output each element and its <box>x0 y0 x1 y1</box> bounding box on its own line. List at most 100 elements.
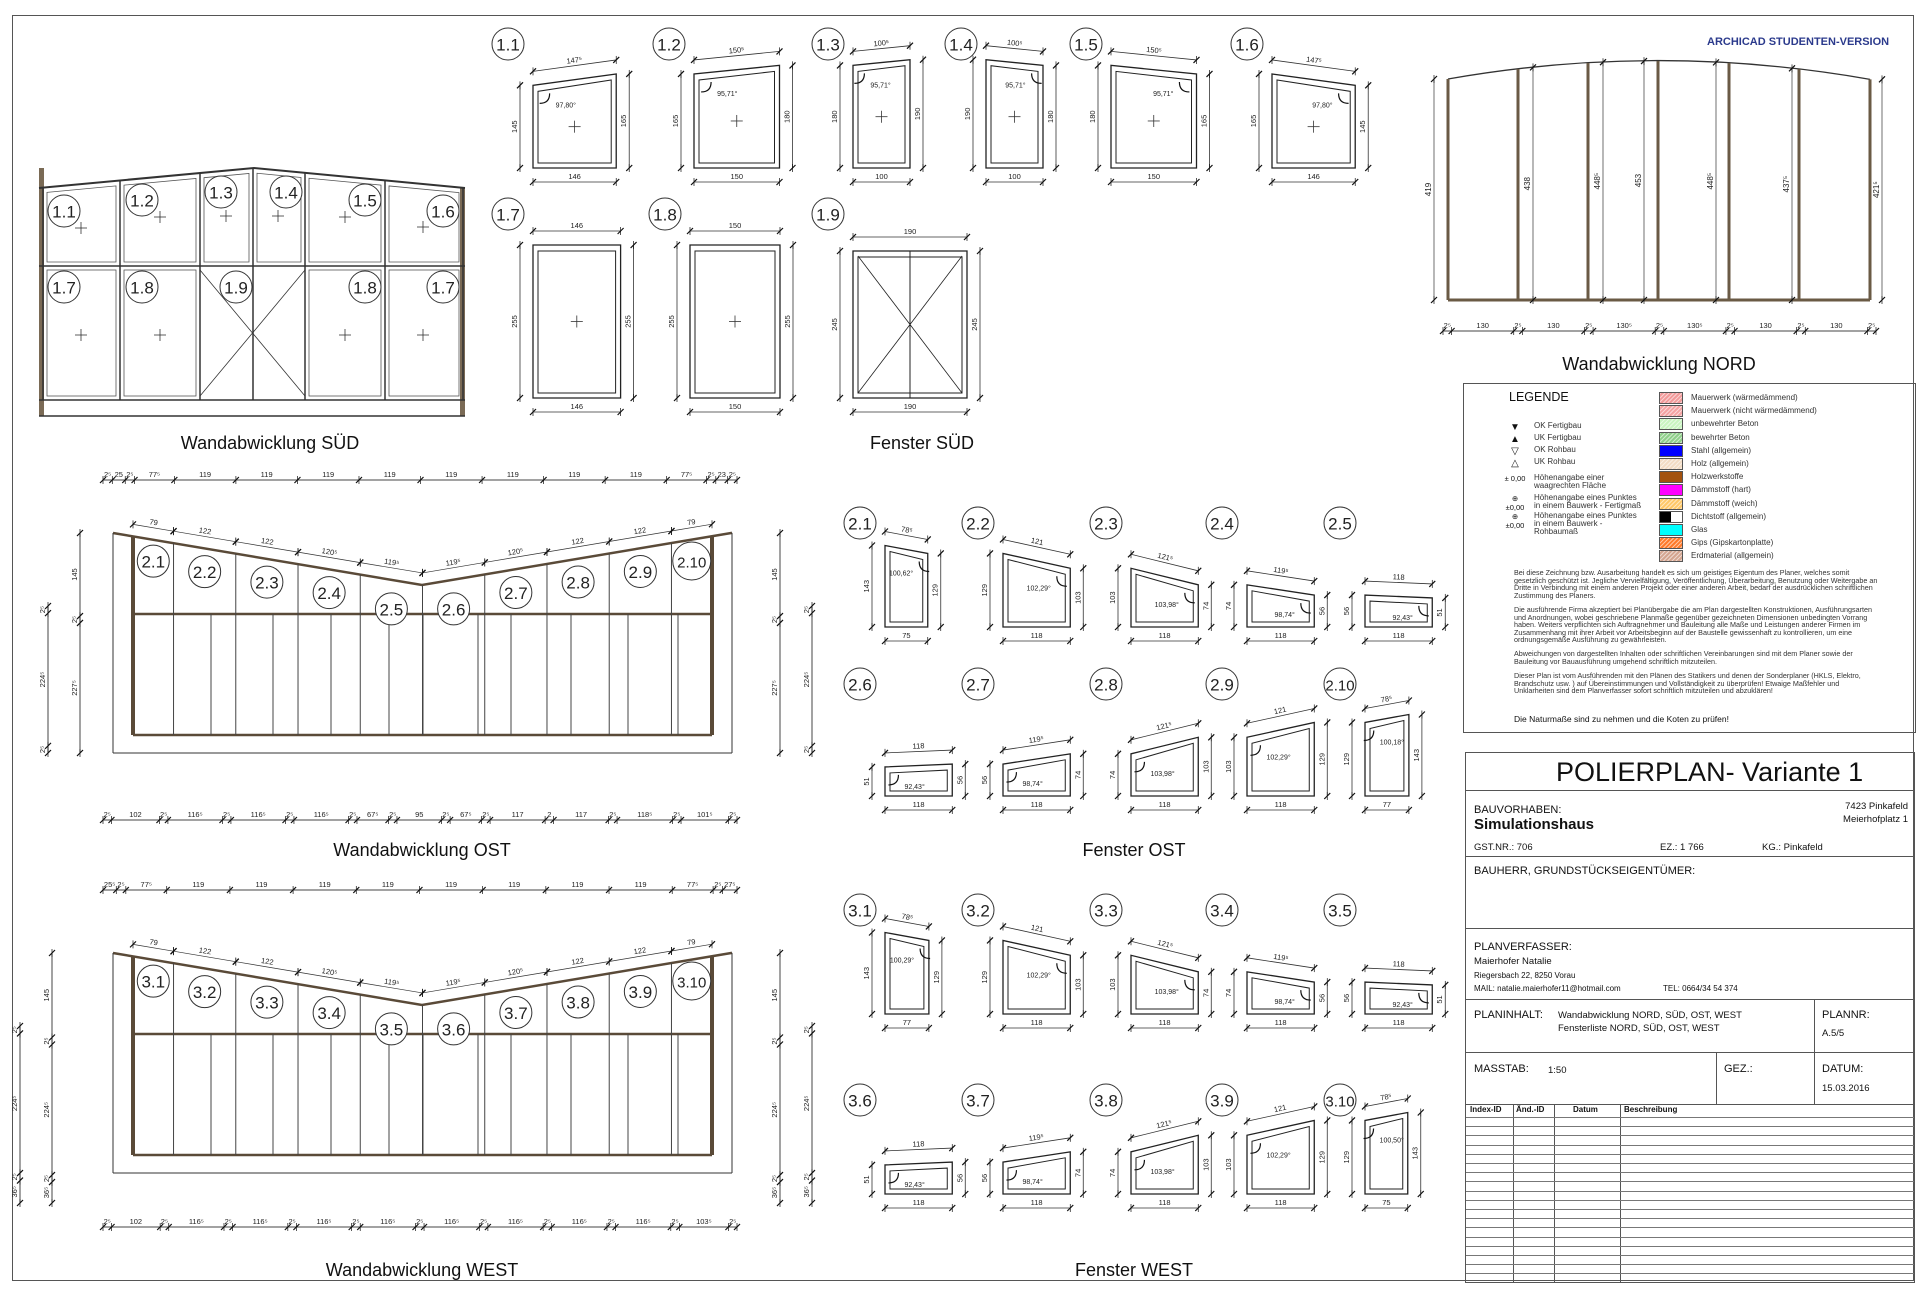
window-bottom-width: 100 <box>875 172 888 181</box>
upper-pane <box>388 185 460 263</box>
chain-dimension-label: 2⁵ <box>714 880 721 889</box>
window-left-height: 56 <box>980 776 989 784</box>
window-angle: 97,80° <box>556 101 577 109</box>
chain-dimension-label: 119 <box>261 470 273 479</box>
chain-dimension-label: 2⁵ <box>708 470 715 479</box>
legend-symbol-label: UK Fertigbau <box>1534 433 1582 442</box>
sheet-border <box>12 15 1914 1281</box>
chain-dimension-label: 119 <box>508 880 520 889</box>
chain-dimension-label: 2⁵ <box>671 1217 678 1226</box>
label-circle <box>623 974 657 1008</box>
label-circle <box>136 964 170 998</box>
dimension-line <box>884 531 928 540</box>
revision-header-beschreibung: Beschreibung <box>1624 1105 1678 1114</box>
chain-dimension-label: 145 <box>70 568 79 581</box>
label-circle <box>652 27 686 61</box>
label-circle <box>204 175 238 209</box>
angle-arc-icon <box>1056 963 1067 974</box>
chain-dimension-label: 224⁵ <box>802 1095 811 1111</box>
material-swatch <box>1659 418 1683 431</box>
material-label: Dämmstoff (weich) <box>1691 498 1758 508</box>
window-left-height: 245 <box>830 318 839 331</box>
label-circle <box>961 1083 995 1117</box>
window-id-label: 2.6 <box>848 676 872 695</box>
revision-header-aend: Änd.-ID <box>1516 1105 1545 1114</box>
window-angle: 100,29° <box>890 956 914 964</box>
chain-dimension-label: 116⁵ <box>253 1217 268 1226</box>
label-circle <box>437 592 471 626</box>
window-top-width: 121⁵ <box>1155 1118 1172 1130</box>
window-id-label: 3.8 <box>566 993 590 1012</box>
angle-arc-icon <box>1250 1143 1262 1154</box>
material-swatch <box>1659 524 1683 536</box>
window-frame <box>1246 721 1315 797</box>
material-swatch <box>1659 537 1683 550</box>
window-frame <box>1246 1119 1315 1195</box>
angle-arc-icon <box>701 81 712 93</box>
chain-dimension-label: 2⁵ <box>223 810 230 819</box>
revision-divider <box>1554 1105 1555 1283</box>
datum-value: 15.03.2016 <box>1822 1083 1870 1094</box>
dimension-line <box>422 562 485 574</box>
revision-row-line <box>1466 1199 1914 1201</box>
window-id-label: 1.9 <box>816 206 840 225</box>
window-id-label: 2.7 <box>966 676 990 695</box>
window-glass <box>1251 590 1310 623</box>
label-circle <box>648 197 682 231</box>
window-glass <box>1135 573 1194 623</box>
chain-dimension-label: 2⁵ <box>1656 321 1663 330</box>
window-glass <box>1369 1117 1404 1190</box>
wall-post <box>710 956 714 1155</box>
chain-dimension-label: 2⁵ <box>482 810 489 819</box>
chain-dimension-label: 2⁵ <box>161 1217 168 1226</box>
chain-dimension-label: 2⁵ <box>729 1217 736 1226</box>
chain-dimension-label: 102 <box>129 810 142 819</box>
label-circle <box>250 985 284 1019</box>
chain-dimension-label: 119 <box>256 880 268 889</box>
window-top-width: 121⁵ <box>1157 938 1174 950</box>
chain-dimension-label: 2⁵ <box>10 1173 19 1180</box>
label-circle <box>811 197 845 231</box>
window-glass <box>1251 727 1310 792</box>
window-glass <box>1007 945 1066 1010</box>
window-right-height: 129 <box>1317 1151 1326 1164</box>
label-circle <box>312 576 346 610</box>
caption-fenster-sued: Fenster SÜD <box>869 433 975 453</box>
window-right-height: 145 <box>1358 120 1367 133</box>
window-left-height: 74 <box>1108 771 1117 779</box>
window-glass <box>1135 742 1194 792</box>
chain-dimension-label: 119 <box>568 470 580 479</box>
angle-arc-icon <box>1031 73 1042 84</box>
chain-dimension-label: 2⁵ <box>104 470 111 479</box>
chain-dimension-label: 119 <box>192 880 204 889</box>
chain-dimension-label: 25⁵ <box>104 880 115 889</box>
chain-dimension-label: 2⁵ <box>10 1026 19 1033</box>
chain-dimension-label: 116⁵ <box>314 810 329 819</box>
dimension-line <box>546 541 610 553</box>
label-circle <box>1089 893 1123 927</box>
chain-dimension-label: 116⁵ <box>444 1217 459 1226</box>
chain-dimension-label: 130⁵ <box>1687 321 1703 330</box>
dimension-line <box>173 530 236 543</box>
legend-paragraph: Die ausführende Firma akzeptiert bei Pla… <box>1514 605 1872 644</box>
chain-dimension-label: 116⁵ <box>508 1217 523 1226</box>
label-circle <box>1323 667 1357 701</box>
slope-dimension-label: 122 <box>571 536 585 547</box>
wall-post <box>1656 61 1660 300</box>
window-id-label: 1.9 <box>224 279 248 298</box>
chain-dimension-label: 227⁵ <box>770 680 779 696</box>
wall-post <box>1446 79 1450 300</box>
wall-post <box>1868 79 1872 301</box>
label-circle <box>348 270 382 304</box>
legend-title: LEGENDE <box>1509 390 1569 404</box>
bauvorhaben-label: BAUVORHABEN: <box>1474 804 1562 816</box>
angle-arc-icon <box>1006 772 1018 783</box>
revision-row-line <box>1466 1255 1914 1256</box>
window-right-height: 74 <box>1073 771 1082 779</box>
label-circle <box>1205 1083 1239 1117</box>
label-circle <box>1323 1083 1357 1117</box>
chain-dimension-label: 101⁵ <box>697 810 713 819</box>
legend-symbol-label: Höhenangabe eines Punktes in einem Bauwe… <box>1534 511 1637 536</box>
chain-dimension-label: 119 <box>571 880 583 889</box>
revision-header-index: Index-ID <box>1470 1105 1502 1114</box>
